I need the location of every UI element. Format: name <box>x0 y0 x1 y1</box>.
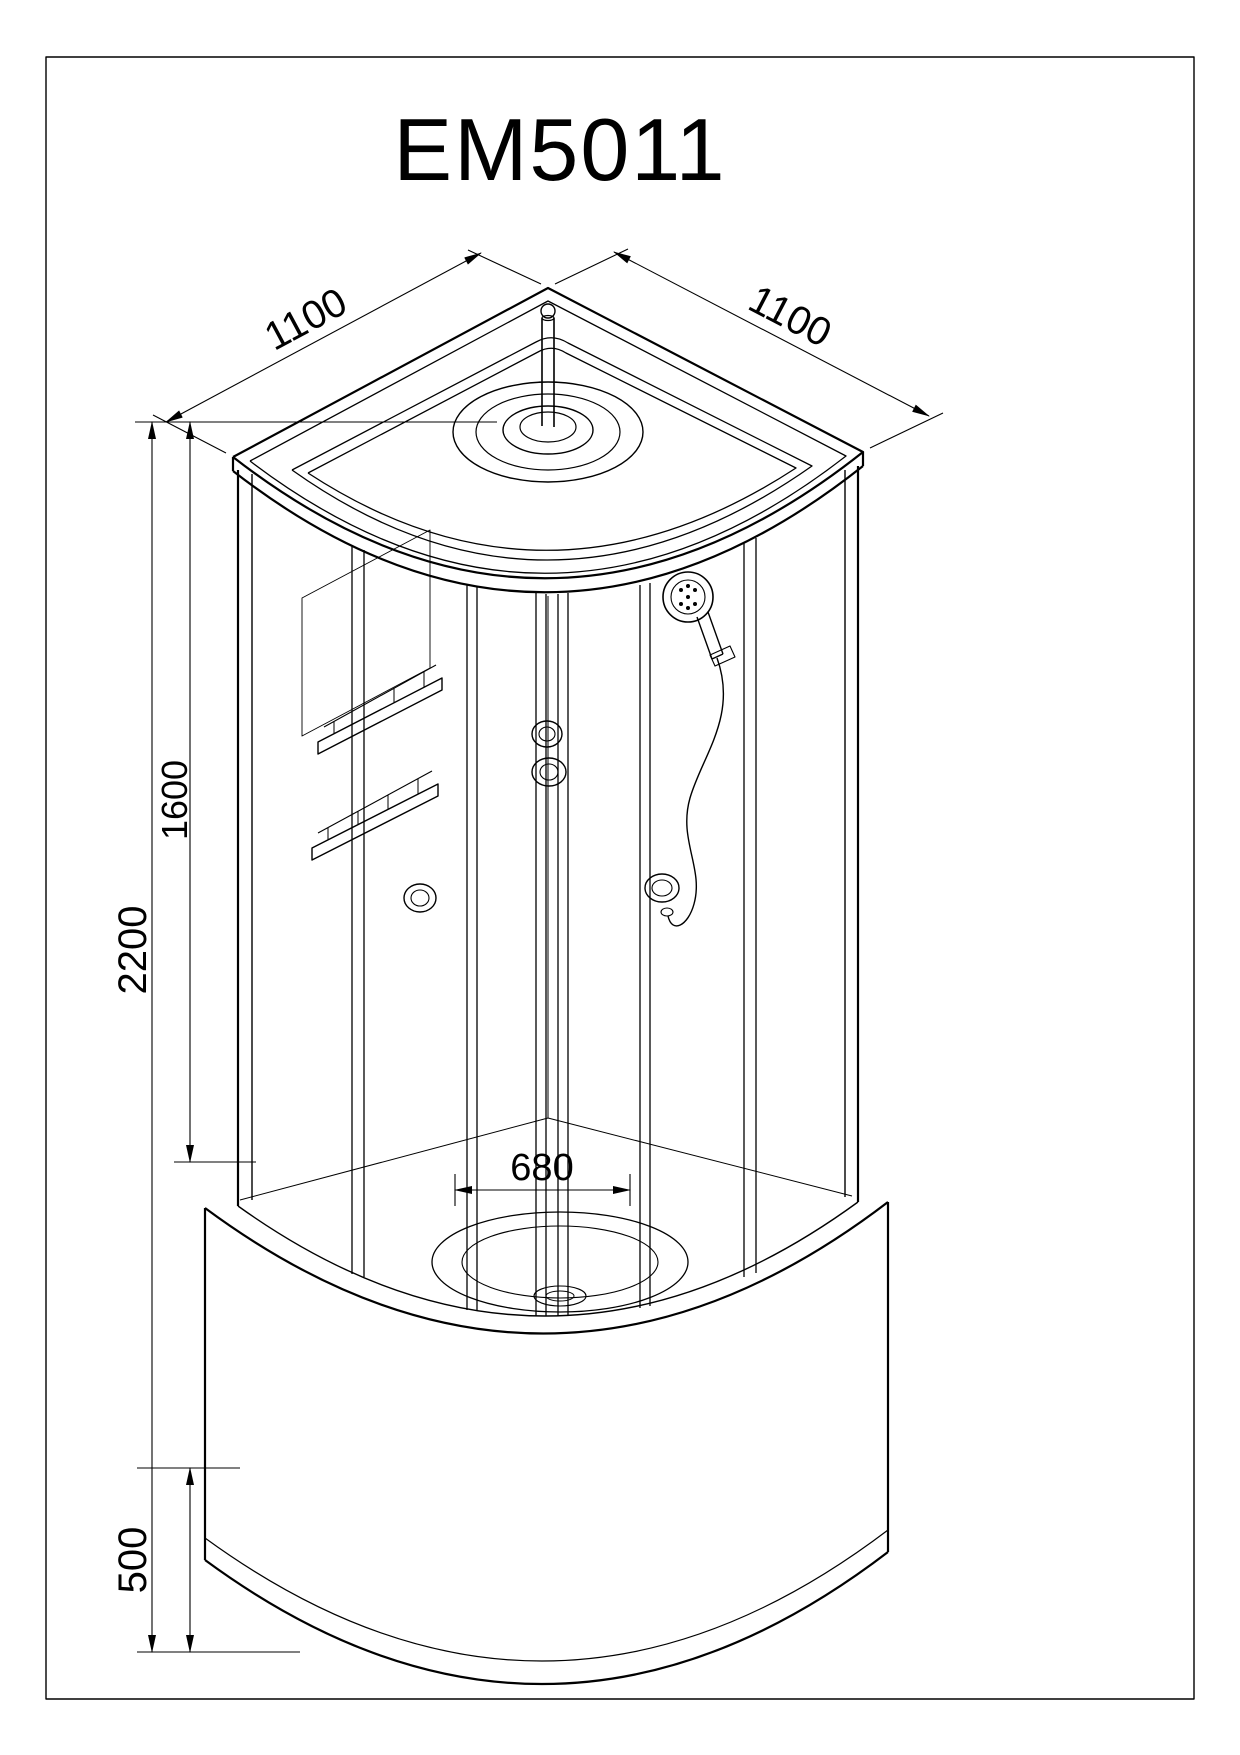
model-title: EM5011 <box>393 100 726 199</box>
hand-shower <box>660 571 736 927</box>
roof <box>231 286 865 594</box>
shower-hose <box>667 657 725 927</box>
tray-contour-outer <box>431 1211 689 1313</box>
shower-holder-bracket <box>709 645 736 667</box>
drain-inner <box>545 1290 575 1302</box>
base-pedestal <box>203 1201 890 1686</box>
pipe-top-knob <box>540 303 556 319</box>
spray-dot <box>679 602 683 606</box>
roof-inner-rim <box>249 300 847 574</box>
back-wall-bottom-edges <box>239 1117 853 1201</box>
hand-shower-face <box>670 579 706 615</box>
corner-shelf-lower <box>311 783 439 861</box>
base-top-arc <box>204 1201 889 1335</box>
spray-dot <box>686 595 690 599</box>
shelf-lower-rail-posts <box>327 779 419 840</box>
shelf-lower-rail <box>317 770 433 834</box>
diverter-knob-lower <box>531 757 567 787</box>
dim-label-overall-height: 2200 <box>111 906 155 995</box>
roof-tray-inner <box>307 347 797 551</box>
dome-middle-ring <box>475 393 621 471</box>
base-panel-line <box>204 1529 889 1662</box>
body-jet-right-cap <box>651 879 673 897</box>
roof-dome <box>452 303 644 483</box>
title-block: EM5011 <box>393 100 726 199</box>
shelf-upper-rail <box>323 664 437 728</box>
base-bottom-arc <box>204 1551 889 1686</box>
body-jet-right <box>644 873 680 903</box>
walls-and-glass <box>236 466 860 1317</box>
inlet-pipe <box>541 318 555 427</box>
dim-line-top-left-1100 <box>165 252 482 423</box>
hand-shower-head <box>662 571 714 623</box>
dim-line-top-right-1100 <box>613 251 930 417</box>
body-jet-left <box>403 883 437 913</box>
spray-dot <box>693 602 697 606</box>
spray-dot <box>686 606 690 610</box>
pipe-collar <box>541 314 555 322</box>
spray-dot <box>686 584 690 588</box>
dim-label-tray-width: 680 <box>510 1147 573 1189</box>
diverter-knob-upper-cap <box>538 726 556 742</box>
interior-fittings <box>301 529 680 913</box>
dome-base <box>502 405 594 455</box>
roof-front-thickness-arc <box>232 465 864 594</box>
glass-bottom-track <box>237 1201 859 1317</box>
spray-dot <box>693 588 697 592</box>
tray-contour-inner <box>461 1225 659 1299</box>
hand-shower-handle <box>696 611 724 660</box>
spray-dot <box>679 588 683 592</box>
ext-lines-top-right-width <box>554 248 944 449</box>
ext-ticks-tray-width <box>454 1174 631 1206</box>
diverter-knob-upper <box>531 720 563 748</box>
roof-outer-edge <box>232 286 865 580</box>
shelf-upper-rail-posts <box>333 672 425 734</box>
page-border <box>45 56 1195 1700</box>
roof-thickness-edges <box>231 452 865 471</box>
dome-outer-ring <box>452 381 644 483</box>
hose-wall-fitting <box>660 907 674 917</box>
dome-top <box>519 411 577 443</box>
body-jet-left-cap <box>410 889 430 907</box>
diverter-knob-lower-cap <box>539 763 559 781</box>
corner-shelf-upper <box>317 677 443 755</box>
drain-outer <box>533 1285 587 1307</box>
dim-label-base-height: 500 <box>111 1527 155 1594</box>
dim-label-cabin-height: 1600 <box>154 760 195 840</box>
shower-tray <box>431 1211 689 1313</box>
back-wall-mirror <box>301 529 431 737</box>
